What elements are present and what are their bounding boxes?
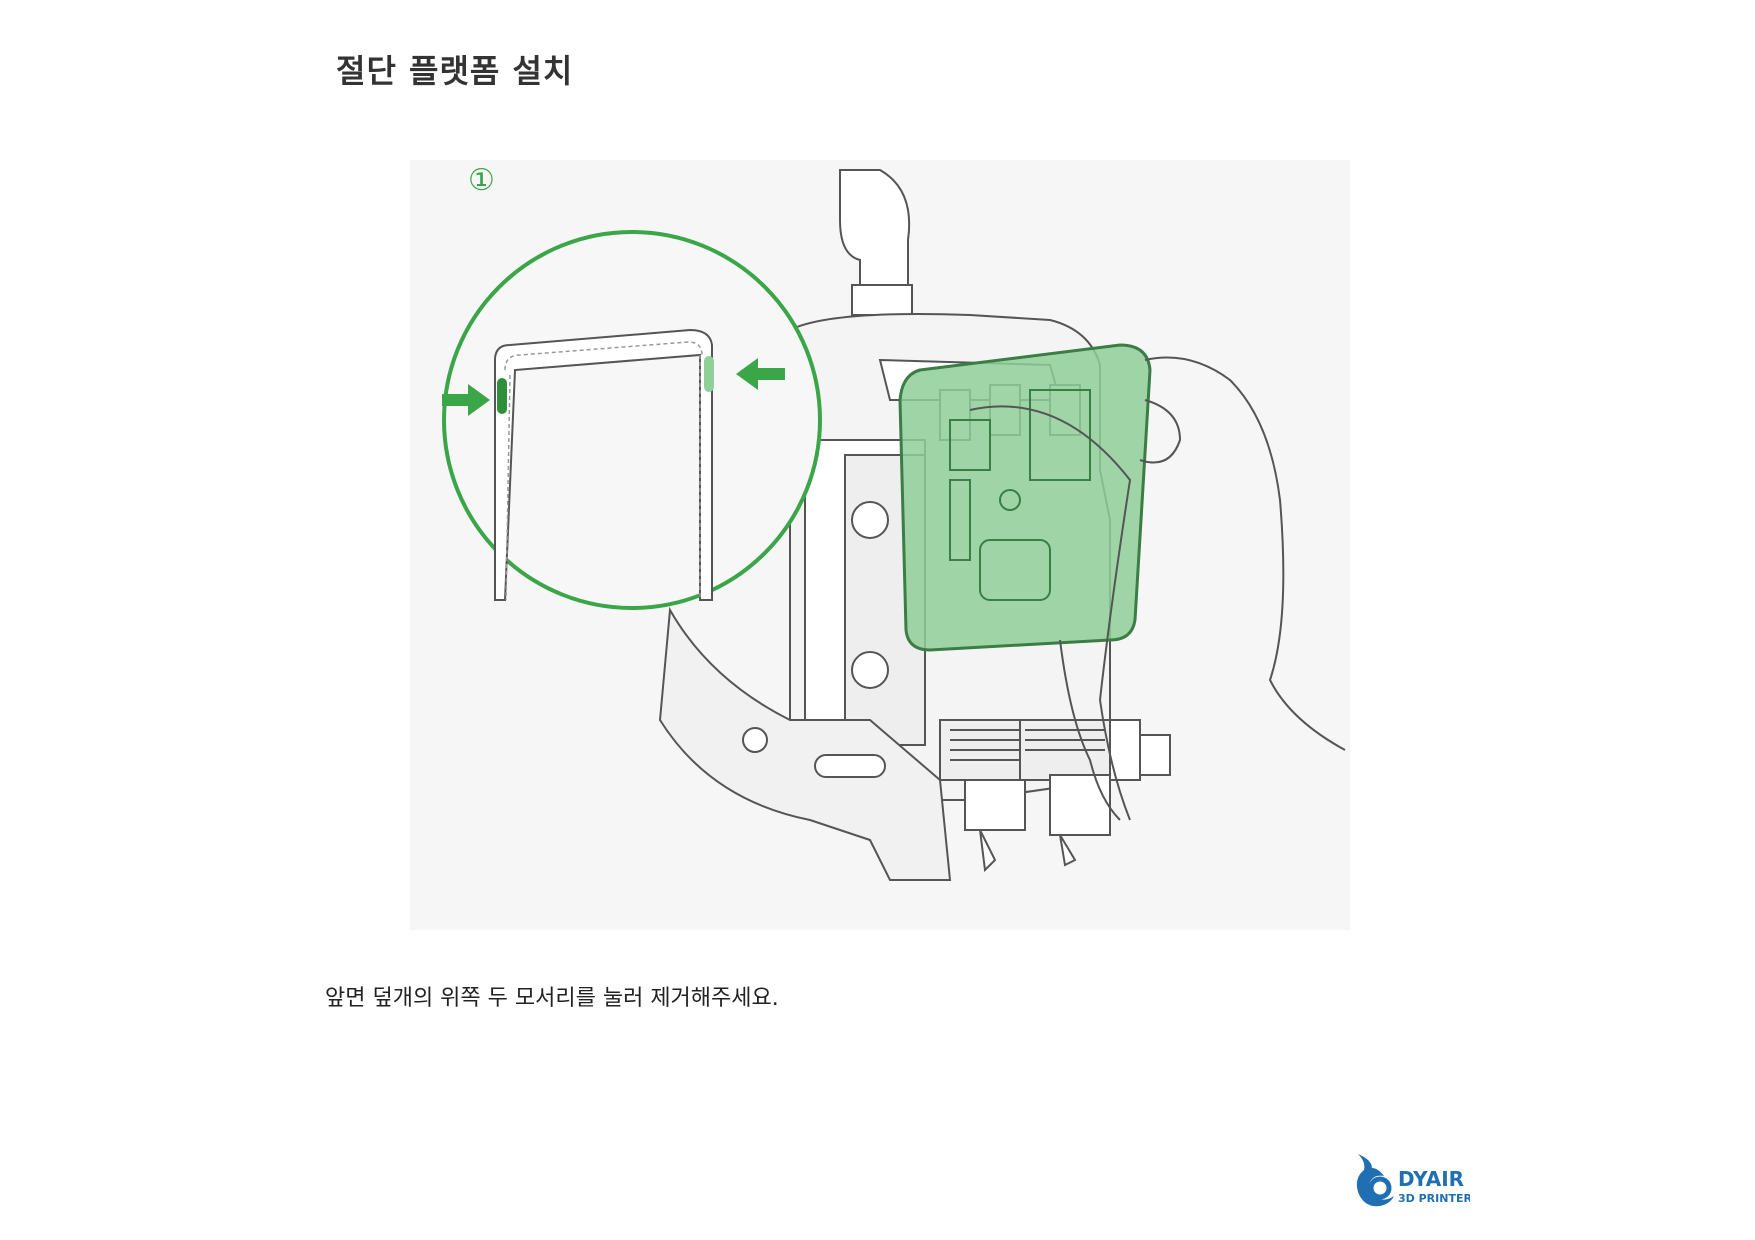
- arrow-left-icon: [736, 358, 785, 390]
- filament-connector: [839, 169, 913, 321]
- logo-subtitle: 3D PRINTER: [1398, 1192, 1470, 1205]
- left-corner-tab: [497, 378, 507, 414]
- page-title: 절단 플랫폼 설치: [336, 52, 574, 90]
- instruction-text: 앞면 덮개의 위쪽 두 모서리를 눌러 제거해주세요.: [325, 986, 779, 1011]
- heatsink-assembly: [658, 606, 1171, 881]
- logo-brand: DYAIR: [1398, 1167, 1464, 1191]
- front-cover: [898, 343, 1152, 652]
- zoom-callout: [442, 230, 822, 610]
- installation-illustration: ①: [410, 160, 1350, 930]
- right-corner-tab: [704, 356, 714, 392]
- company-logo: DYAIR 3D PRINTER: [1350, 1152, 1470, 1212]
- step-number: ①: [468, 163, 495, 198]
- hand-illustration: [969, 356, 1346, 821]
- arrow-right-icon: [442, 384, 490, 416]
- dragon-logo-icon: [1356, 1154, 1394, 1207]
